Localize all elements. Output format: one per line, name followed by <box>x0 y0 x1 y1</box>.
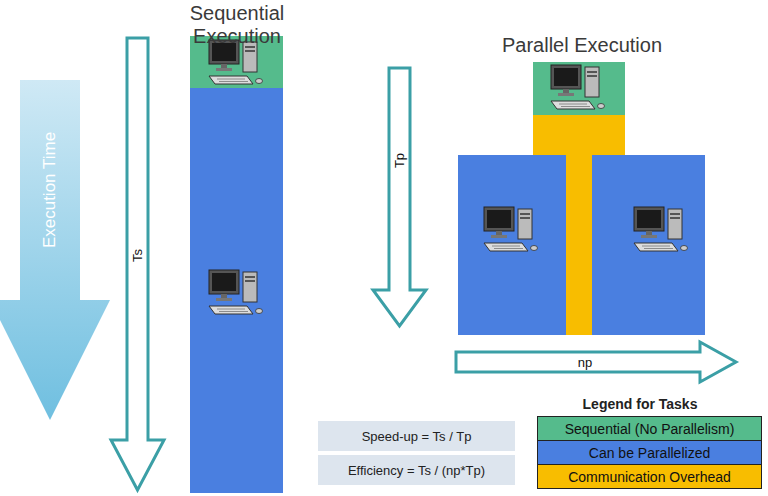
communication-overhead <box>566 155 592 335</box>
time-symbol: Tp <box>392 152 407 167</box>
tp-arrow <box>373 68 426 326</box>
time-symbol: Ts <box>130 249 145 262</box>
processor-count: np <box>578 355 592 370</box>
formula-text: Speed-up = Ts / Tp <box>362 429 472 444</box>
computer-icon <box>209 270 263 314</box>
legend-entry: Can be Parallelized <box>537 440 762 465</box>
formula-text: Efficiency = Ts / (np*Tp) <box>348 463 485 478</box>
parallelizable-task <box>458 155 705 335</box>
ts-arrow <box>111 38 164 490</box>
legend-text: Sequential (No Parallelism) <box>565 421 735 437</box>
computer-icon <box>484 207 538 251</box>
axis-label: Execution Time <box>40 132 60 248</box>
legend-text: Can be Parallelized <box>589 445 710 461</box>
time-arrow <box>0 80 110 420</box>
legend-title: Legend for Tasks <box>583 396 698 412</box>
legend-entry: Sequential (No Parallelism) <box>537 416 762 441</box>
np-arrow <box>456 342 736 382</box>
column-title: Parallel Execution <box>502 34 662 57</box>
computer-icon <box>634 207 688 251</box>
computer-icon <box>551 65 605 109</box>
formula-box: Efficiency = Ts / (np*Tp) <box>318 455 515 485</box>
sequential-task <box>533 62 625 115</box>
formula-box: Speed-up = Ts / Tp <box>318 421 515 451</box>
column-title: Sequential Execution <box>167 2 307 48</box>
parallelizable-task <box>190 88 283 493</box>
communication-overhead <box>533 115 625 155</box>
legend-text: Communication Overhead <box>568 469 731 485</box>
legend-entry: Communication Overhead <box>537 464 762 489</box>
